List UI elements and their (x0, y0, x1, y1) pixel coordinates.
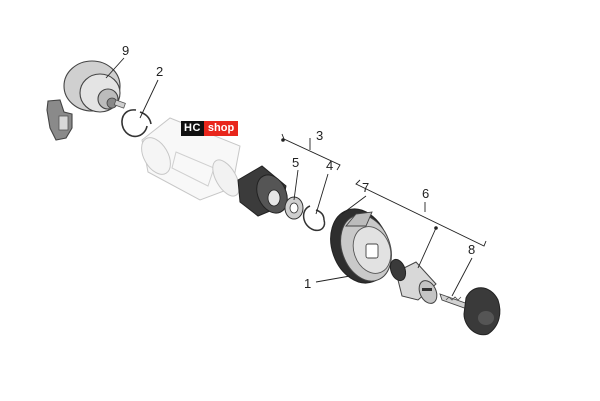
callout-3: 3 (316, 128, 323, 143)
part-3-bushing (237, 165, 288, 217)
callout-labels: 9 2 3 5 4 7 6 8 1 (122, 43, 475, 291)
callout-1: 1 (304, 276, 311, 291)
callout-5: 5 (292, 155, 299, 170)
hcshop-watermark-logo: HC shop (181, 121, 239, 136)
part-9-slot (58, 115, 69, 131)
part-1-lock-housing (330, 208, 392, 284)
callout-4: 4 (326, 158, 333, 173)
logo-hc-text: HC (181, 121, 204, 136)
part-9-pin (113, 99, 126, 109)
ghost-sleeve (141, 117, 241, 201)
callout-6: 6 (422, 186, 429, 201)
part-6-lock-cylinder (389, 258, 438, 304)
part-5-washer (284, 196, 304, 220)
part-9-lock-body (46, 60, 126, 141)
callout-2: 2 (156, 64, 163, 79)
callout-9: 9 (122, 43, 129, 58)
leader-lines (105, 57, 487, 297)
callout-7: 7 (362, 180, 369, 195)
part-4-spring-clip (302, 205, 326, 232)
logo-shop-text: shop (203, 121, 239, 136)
part-2-circlip (121, 109, 152, 138)
part-8-key (439, 287, 501, 336)
callout-8: 8 (468, 242, 475, 257)
